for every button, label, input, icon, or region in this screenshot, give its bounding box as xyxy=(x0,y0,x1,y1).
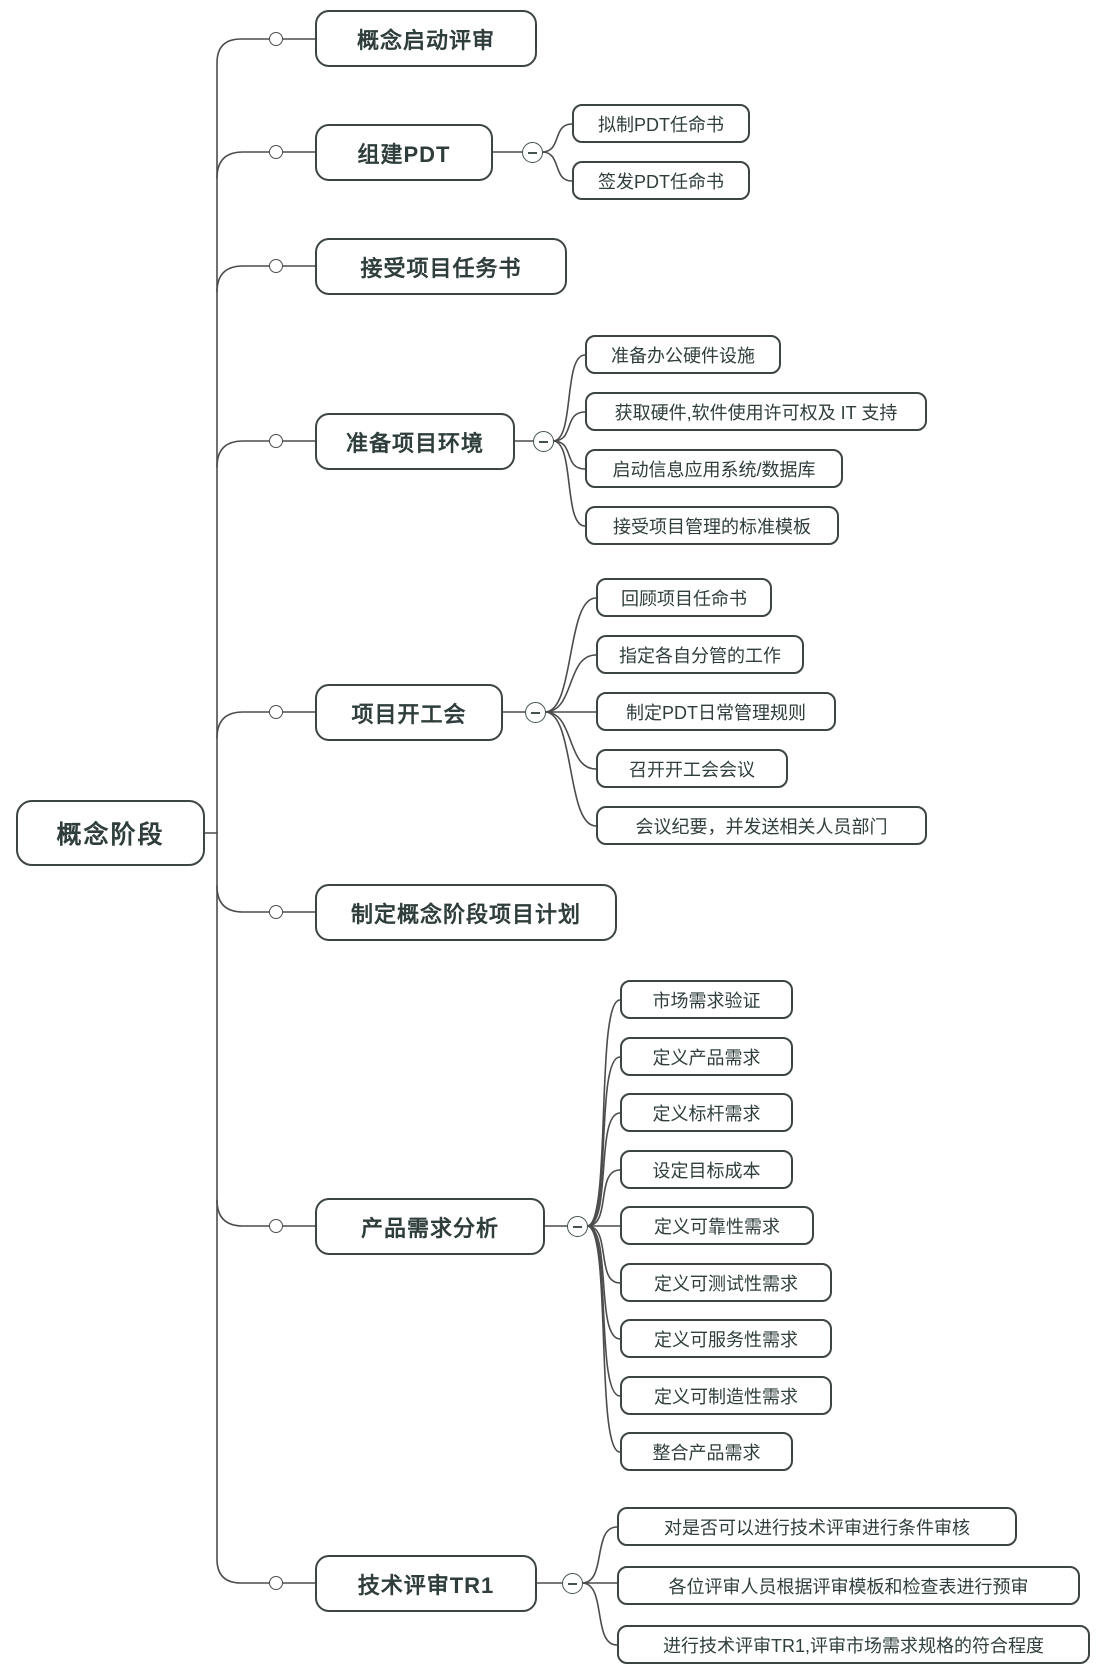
minus-glyph xyxy=(528,151,537,154)
branch-node-2[interactable]: 组建PDT xyxy=(315,124,493,181)
junction-dot xyxy=(269,905,283,919)
child-node-7-3[interactable]: 定义标杆需求 xyxy=(620,1093,793,1132)
junction-dot xyxy=(269,434,283,448)
junction-dot xyxy=(269,1576,283,1590)
child-node-4-2[interactable]: 获取硬件,软件使用许可权及 IT 支持 xyxy=(585,392,927,431)
minus-glyph xyxy=(568,1582,577,1585)
collapse-icon[interactable] xyxy=(533,431,554,452)
collapse-icon[interactable] xyxy=(525,702,546,723)
child-node-4-1[interactable]: 准备办公硬件设施 xyxy=(585,335,781,374)
child-node-2-2[interactable]: 签发PDT任命书 xyxy=(572,161,750,200)
branch-node-8[interactable]: 技术评审TR1 xyxy=(315,1555,537,1612)
minus-glyph xyxy=(539,440,548,443)
minus-glyph xyxy=(531,711,540,714)
child-node-2-1[interactable]: 拟制PDT任命书 xyxy=(572,104,750,143)
minus-glyph xyxy=(573,1225,582,1228)
child-node-4-3[interactable]: 启动信息应用系统/数据库 xyxy=(585,449,843,488)
junction-dot xyxy=(269,259,283,273)
collapse-icon[interactable] xyxy=(567,1216,588,1237)
child-node-7-6[interactable]: 定义可测试性需求 xyxy=(620,1263,832,1302)
branch-node-7[interactable]: 产品需求分析 xyxy=(315,1198,545,1255)
branch-node-5[interactable]: 项目开工会 xyxy=(315,684,503,741)
child-node-7-1[interactable]: 市场需求验证 xyxy=(620,980,793,1019)
child-node-7-5[interactable]: 定义可靠性需求 xyxy=(620,1206,814,1245)
child-node-5-2[interactable]: 指定各自分管的工作 xyxy=(596,635,804,674)
junction-dot xyxy=(269,32,283,46)
child-node-7-9[interactable]: 整合产品需求 xyxy=(620,1432,793,1471)
child-node-7-4[interactable]: 设定目标成本 xyxy=(620,1150,793,1189)
branch-node-1[interactable]: 概念启动评审 xyxy=(315,10,537,67)
child-node-5-5[interactable]: 会议纪要，并发送相关人员部门 xyxy=(596,806,927,845)
collapse-icon[interactable] xyxy=(562,1573,583,1594)
child-node-7-7[interactable]: 定义可服务性需求 xyxy=(620,1319,832,1358)
junction-dot xyxy=(269,1219,283,1233)
child-node-8-1[interactable]: 对是否可以进行技术评审进行条件审核 xyxy=(617,1507,1017,1546)
child-node-5-1[interactable]: 回顾项目任命书 xyxy=(596,578,772,617)
child-node-7-2[interactable]: 定义产品需求 xyxy=(620,1037,793,1076)
child-node-5-3[interactable]: 制定PDT日常管理规则 xyxy=(596,692,836,731)
branch-node-6[interactable]: 制定概念阶段项目计划 xyxy=(315,884,617,941)
child-node-8-2[interactable]: 各位评审人员根据评审模板和检查表进行预审 xyxy=(617,1566,1080,1605)
collapse-icon[interactable] xyxy=(522,142,543,163)
junction-dot xyxy=(269,145,283,159)
child-node-8-3[interactable]: 进行技术评审TR1,评审市场需求规格的符合程度 xyxy=(617,1625,1090,1664)
junction-dot xyxy=(269,705,283,719)
branch-node-4[interactable]: 准备项目环境 xyxy=(315,413,515,470)
child-node-5-4[interactable]: 召开开工会会议 xyxy=(596,749,788,788)
branch-node-3[interactable]: 接受项目任务书 xyxy=(315,238,567,295)
child-node-7-8[interactable]: 定义可制造性需求 xyxy=(620,1376,832,1415)
root-node-concept-phase[interactable]: 概念阶段 xyxy=(16,800,205,866)
child-node-4-4[interactable]: 接受项目管理的标准模板 xyxy=(585,506,839,545)
